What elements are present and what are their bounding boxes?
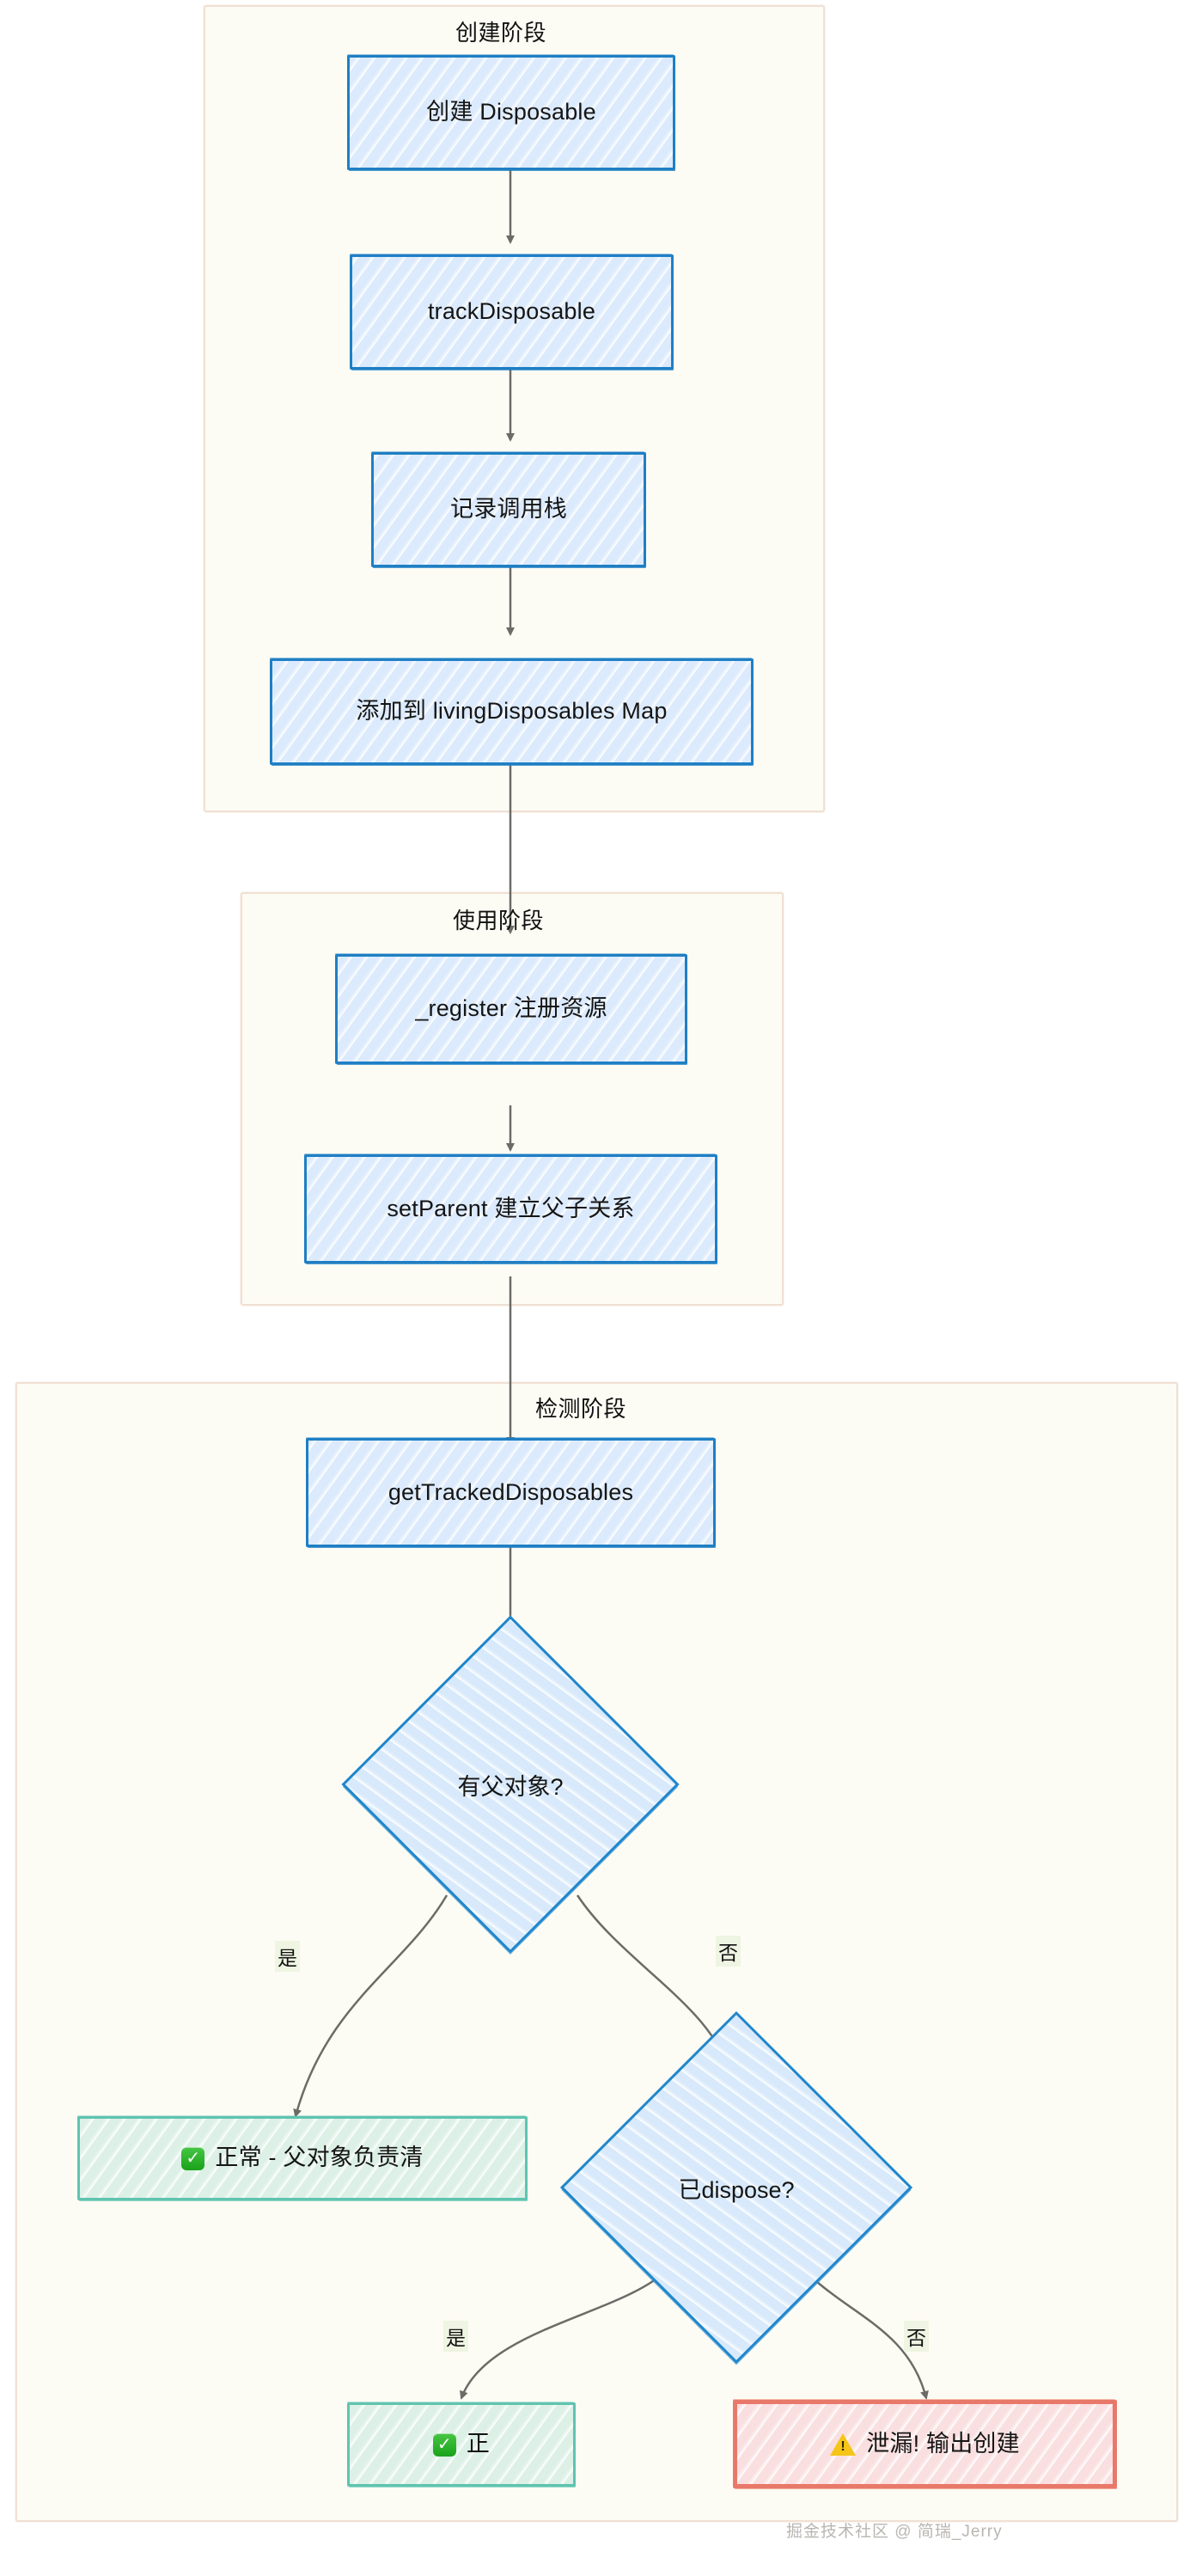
node-record-callstack[interactable]: 记录调用栈 — [371, 452, 646, 567]
watermark: 掘金技术社区 @ 简瑞_Jerry — [786, 2523, 1003, 2541]
node-label: ! 泄漏! 输出创建 — [830, 2430, 1020, 2459]
node-get-tracked-disposables[interactable]: getTrackedDisposables — [306, 1438, 716, 1547]
node-label: 已dispose? — [678, 2176, 795, 2203]
node-set-parent[interactable]: setParent 建立父子关系 — [304, 1154, 717, 1264]
edge-label-no-disposed: 否 — [904, 2321, 929, 2352]
subgraph-use-phase-title: 使用阶段 — [453, 908, 545, 933]
node-label-text: 正 — [466, 2431, 491, 2457]
node-track-disposable[interactable]: trackDisposable — [350, 254, 674, 370]
node-label: ✓ 正常 - 父对象负责清 — [181, 2144, 423, 2173]
node-label: trackDisposable — [427, 298, 596, 325]
node-normal[interactable]: ✓ 正 — [347, 2402, 576, 2487]
decision-has-parent[interactable]: 有父对象? — [341, 1615, 680, 1954]
node-add-to-living-map[interactable]: 添加到 livingDisposables Map — [270, 658, 754, 765]
node-leak-output-creation[interactable]: ! 泄漏! 输出创建 — [733, 2400, 1117, 2488]
subgraph-create-phase-title: 创建阶段 — [455, 20, 547, 46]
check-icon: ✓ — [181, 2146, 205, 2170]
node-label-text: 正常 - 父对象负责清 — [215, 2145, 424, 2171]
node-label: _register 注册资源 — [415, 995, 607, 1022]
edge-label-yes-disposed: 是 — [443, 2321, 468, 2352]
edge-label-no-has-parent: 否 — [716, 1936, 741, 1967]
node-create-disposable[interactable]: 创建 Disposable — [347, 55, 675, 170]
check-icon: ✓ — [432, 2432, 456, 2457]
node-register-resource[interactable]: _register 注册资源 — [335, 954, 687, 1064]
node-label: 创建 Disposable — [426, 99, 596, 125]
subgraph-detect-phase-title: 检测阶段 — [535, 1396, 627, 1422]
decision-already-disposed[interactable]: 已dispose? — [559, 2010, 913, 2365]
warning-icon: ! — [830, 2432, 857, 2456]
node-label: 记录调用栈 — [450, 496, 567, 523]
edge-label-yes-has-parent: 是 — [275, 1941, 300, 1972]
node-label: getTrackedDisposables — [388, 1478, 634, 1505]
node-label: 有父对象? — [457, 1773, 564, 1800]
node-normal-parent-cleans[interactable]: ✓ 正常 - 父对象负责清 — [77, 2116, 528, 2200]
node-label: setParent 建立父子关系 — [387, 1195, 635, 1221]
node-label-text: 泄漏! 输出创建 — [866, 2430, 1020, 2457]
node-label: ✓ 正 — [432, 2430, 491, 2459]
subgraph-detect-phase — [15, 1382, 1178, 2522]
node-label: 添加到 livingDisposables Map — [356, 698, 668, 725]
